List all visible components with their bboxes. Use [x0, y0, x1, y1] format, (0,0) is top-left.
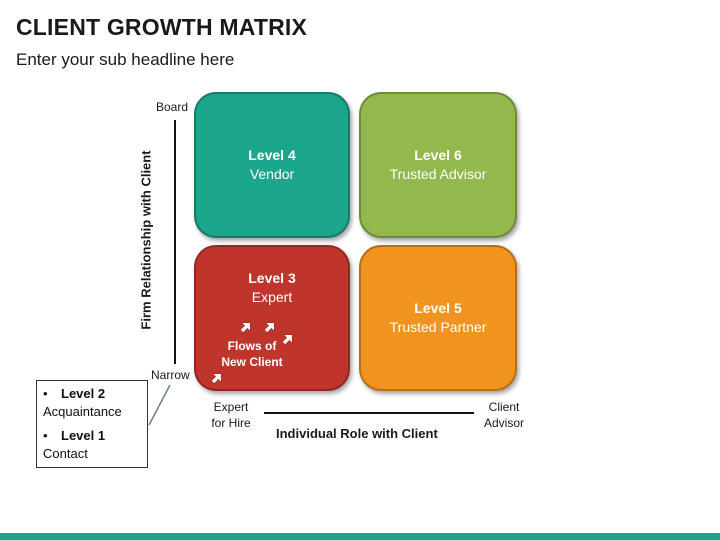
- legend-item: • Level 1: [43, 427, 141, 445]
- bullet-icon: •: [43, 386, 48, 401]
- legend-connector: [148, 384, 171, 426]
- x-axis-title: Individual Role with Client: [276, 426, 438, 441]
- tile-level-6: Level 6 Trusted Advisor: [359, 92, 517, 238]
- tile-name: Expert: [251, 289, 293, 305]
- flows-label-line1: Flows of: [227, 339, 277, 353]
- legend-name: Acquaintance: [43, 404, 122, 419]
- page-subtitle: Enter your sub headline here: [16, 50, 235, 69]
- y-axis-bottom-label: Narrow: [151, 368, 190, 382]
- bottom-accent-bar: [0, 533, 720, 540]
- flows-label: Flows of New Client: [214, 338, 290, 370]
- legend-level: Level 1: [61, 428, 106, 443]
- flows-label-line2: New Client: [221, 355, 283, 369]
- flow-arrow-icon: [210, 373, 222, 385]
- x-axis-left-label: Expert for Hire: [208, 399, 254, 431]
- x-axis-left-line1: Expert: [213, 400, 249, 414]
- x-axis-left-line2: for Hire: [211, 416, 251, 430]
- y-axis-top-label: Board: [156, 100, 189, 114]
- tile-name: Trusted Advisor: [389, 166, 487, 182]
- tile-level-label: Level 3: [248, 270, 296, 286]
- x-axis-right-label: Client Advisor: [480, 399, 528, 431]
- page-title: CLIENT GROWTH MATRIX: [16, 14, 308, 40]
- legend-item: • Level 2: [43, 385, 141, 403]
- flow-arrow-icon: [239, 322, 251, 334]
- tile-level-5: Level 5 Trusted Partner: [359, 245, 517, 391]
- tile-level-label: Level 4: [248, 147, 296, 163]
- bullet-icon: •: [43, 428, 48, 443]
- x-axis-right-line2: Advisor: [483, 416, 524, 430]
- tile-level-label: Level 5: [414, 300, 462, 316]
- flow-arrow-icon: [263, 322, 275, 334]
- legend-name: Contact: [43, 446, 88, 461]
- legend-box: • Level 2 Acquaintance • Level 1 Contact: [36, 380, 148, 468]
- tile-level-label: Level 6: [414, 147, 462, 163]
- flow-arrow-icon: [281, 334, 293, 346]
- x-axis-right-line1: Client: [488, 400, 520, 414]
- tile-level-4: Level 4 Vendor: [194, 92, 350, 238]
- legend-level: Level 2: [61, 386, 106, 401]
- tile-name: Vendor: [249, 166, 295, 182]
- tile-level-3: Level 3 Expert: [194, 245, 350, 391]
- tile-name: Trusted Partner: [389, 319, 487, 335]
